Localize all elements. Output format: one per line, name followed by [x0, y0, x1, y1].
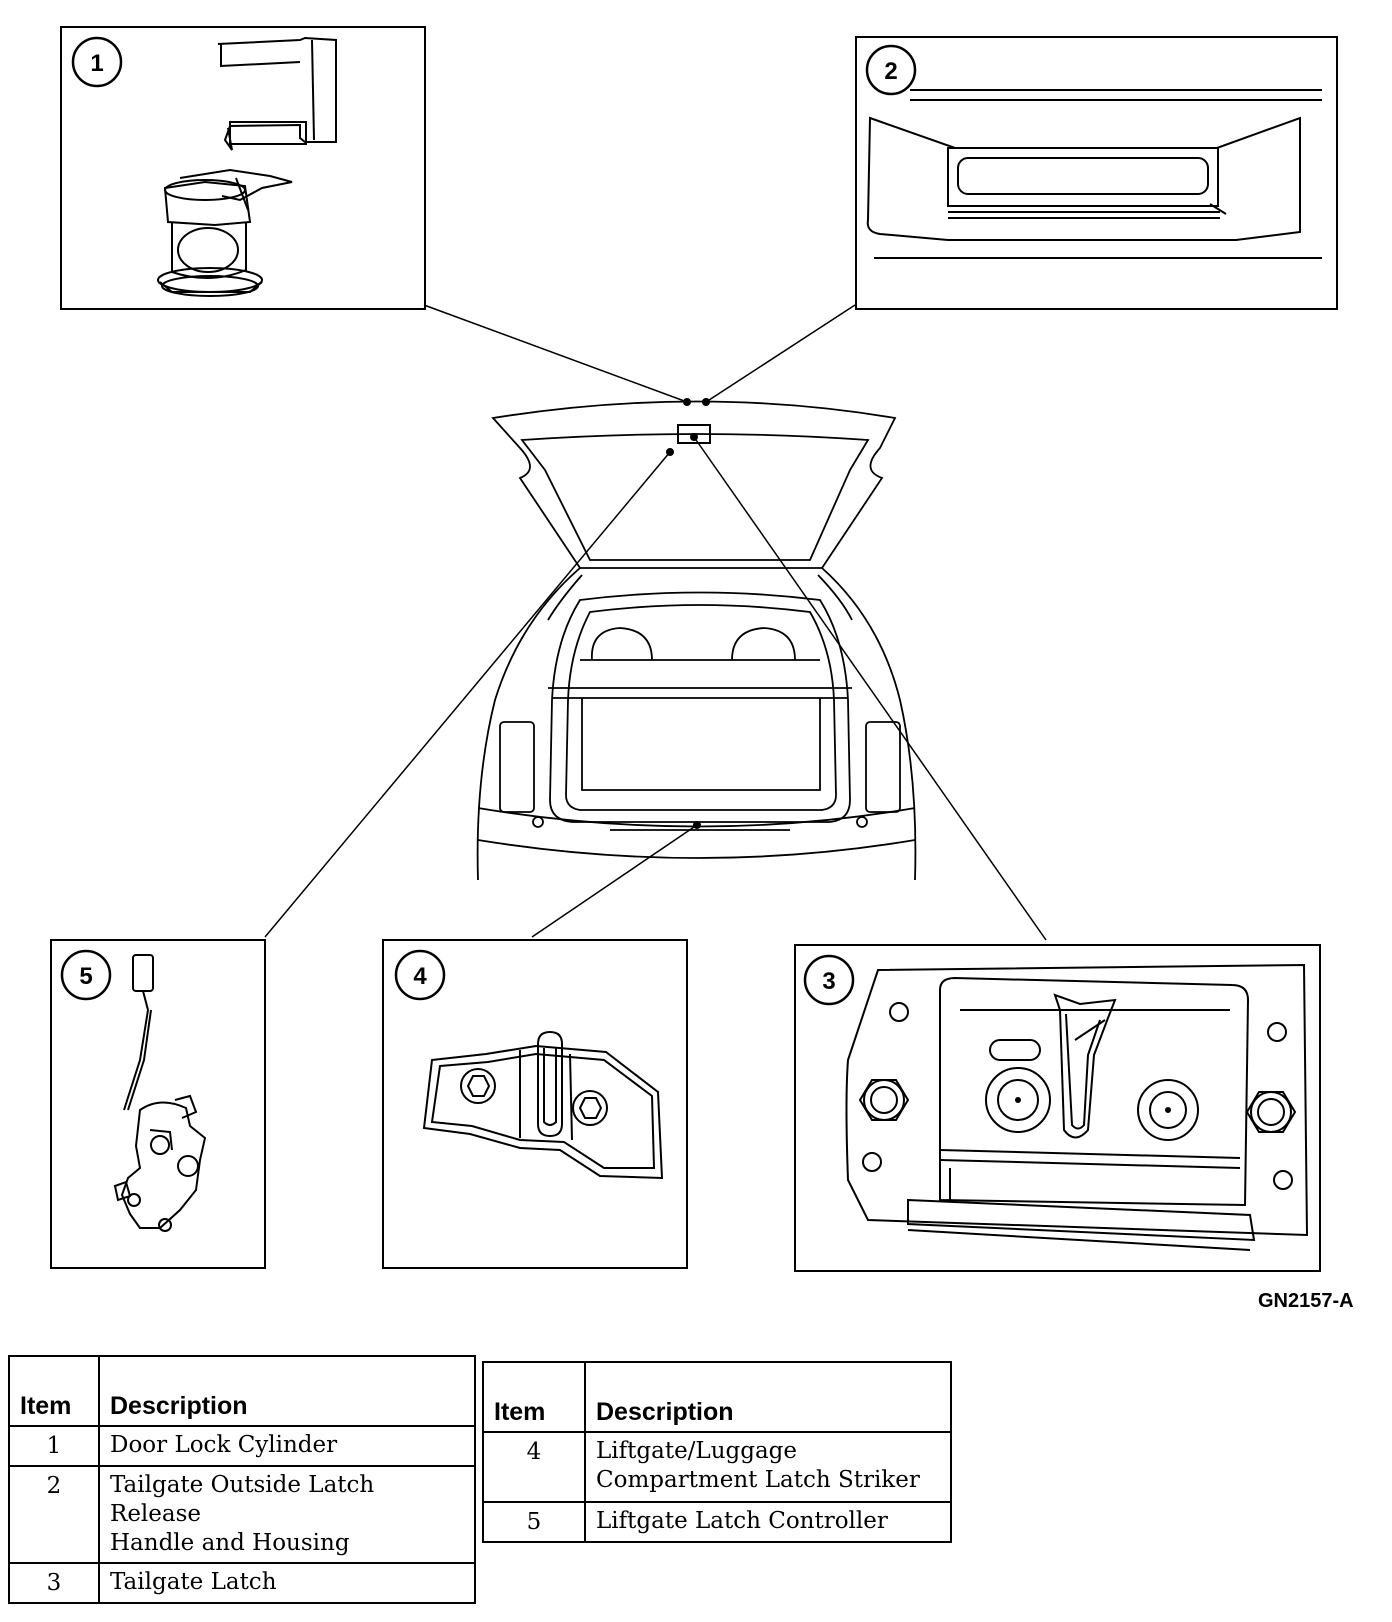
legend-table-left: Item Description 1 Door Lock Cylinder 2 … [8, 1355, 476, 1604]
door-lock-cylinder-illustration [157, 36, 337, 297]
callout-3-number: 3 [822, 968, 835, 995]
legend-item-number: 1 [8, 1425, 100, 1467]
latch-release-handle-illustration [866, 89, 1322, 259]
legend-header-description: Description [584, 1361, 952, 1433]
panel-5-box [50, 939, 266, 1269]
callout-5-number: 5 [79, 963, 92, 990]
legend-item-description: Door Lock Cylinder [98, 1425, 476, 1467]
legend-item-number: 2 [8, 1465, 100, 1564]
legend-header-item: Item [482, 1361, 586, 1433]
latch-striker-illustration [422, 1030, 664, 1180]
panel-4-box [382, 939, 688, 1269]
leader-lines [264, 304, 1047, 941]
legend-item-description: Liftgate Latch Controller [584, 1501, 952, 1543]
figure-code: GN2157-A [1258, 1290, 1354, 1312]
legend-item-description: Tailgate Latch [98, 1562, 476, 1604]
panel-3-box [794, 944, 1321, 1272]
panel-1-box [60, 26, 426, 310]
legend-header-item: Item [8, 1355, 100, 1427]
callout-4-number: 4 [413, 963, 427, 990]
table-row: 5 Liftgate Latch Controller [482, 1501, 952, 1543]
vehicle-rear-view [476, 400, 917, 881]
legend-item-number: 3 [8, 1562, 100, 1604]
latch-controller-illustration [113, 954, 207, 1232]
legend-header-description: Description [98, 1355, 476, 1427]
callout-2-number: 2 [884, 58, 897, 85]
table-row: 3 Tailgate Latch [8, 1562, 476, 1604]
table-row: 1 Door Lock Cylinder [8, 1425, 476, 1467]
legend-item-number: 4 [482, 1431, 586, 1503]
tailgate-latch-illustration [845, 963, 1309, 1251]
panel-2-box [855, 36, 1338, 310]
legend-item-number: 5 [482, 1501, 586, 1543]
callout-1-number: 1 [90, 50, 103, 77]
